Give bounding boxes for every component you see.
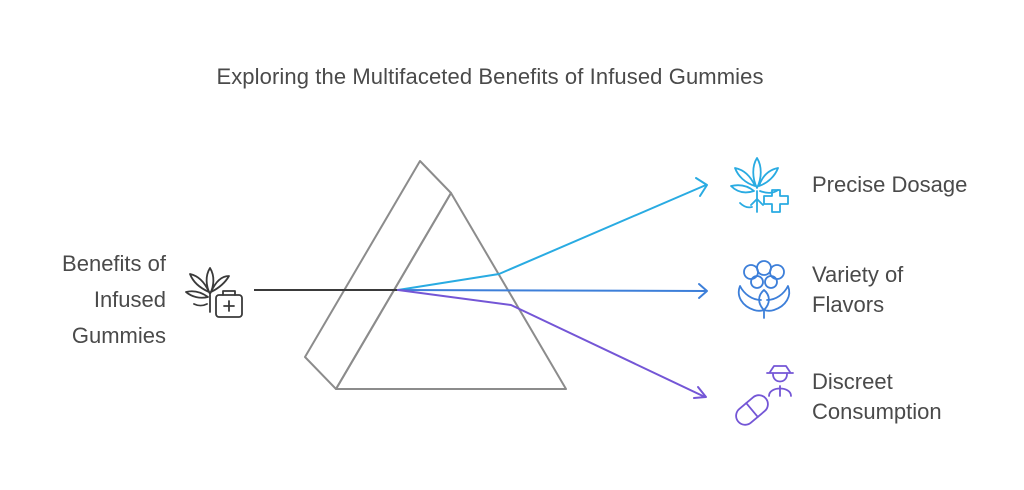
output-label-line: Discreet: [812, 369, 893, 394]
source-label-line-2: Infused: [93, 287, 166, 312]
prism: [304, 160, 567, 390]
output-label-discreet-consumption: Discreet Consumption: [812, 367, 942, 427]
arrowhead: [698, 283, 708, 299]
output-beam-discreet-consumption: [397, 289, 707, 399]
output-label-line: Precise Dosage: [812, 172, 968, 197]
source-label-line-1: Benefits of: [62, 251, 166, 276]
cannabis-medical-kit-icon: [185, 267, 243, 318]
output-beam-precise-dosage: [397, 177, 708, 291]
source-label-line-3: Gummies: [71, 323, 166, 348]
output-label-line: Flavors: [812, 292, 885, 317]
cannabis-plus-icon: [730, 157, 789, 213]
flower-bouquet-icon: [737, 260, 791, 319]
prism-side-face: [304, 160, 452, 390]
arrowhead: [695, 177, 708, 197]
source-label: Benefits of Infused Gummies: [62, 246, 166, 354]
output-label-line: Variety of: [812, 262, 904, 287]
output-label-precise-dosage: Precise Dosage: [812, 170, 967, 200]
pill-person-icon: [735, 365, 794, 426]
output-label-line: Consumption: [812, 399, 942, 424]
diagram-title: Exploring the Multifaceted Benefits of I…: [216, 64, 764, 89]
arrowhead: [693, 386, 707, 399]
output-beam-variety-of-flavors: [397, 283, 708, 299]
output-label-variety-of-flavors: Variety of Flavors: [812, 260, 903, 320]
